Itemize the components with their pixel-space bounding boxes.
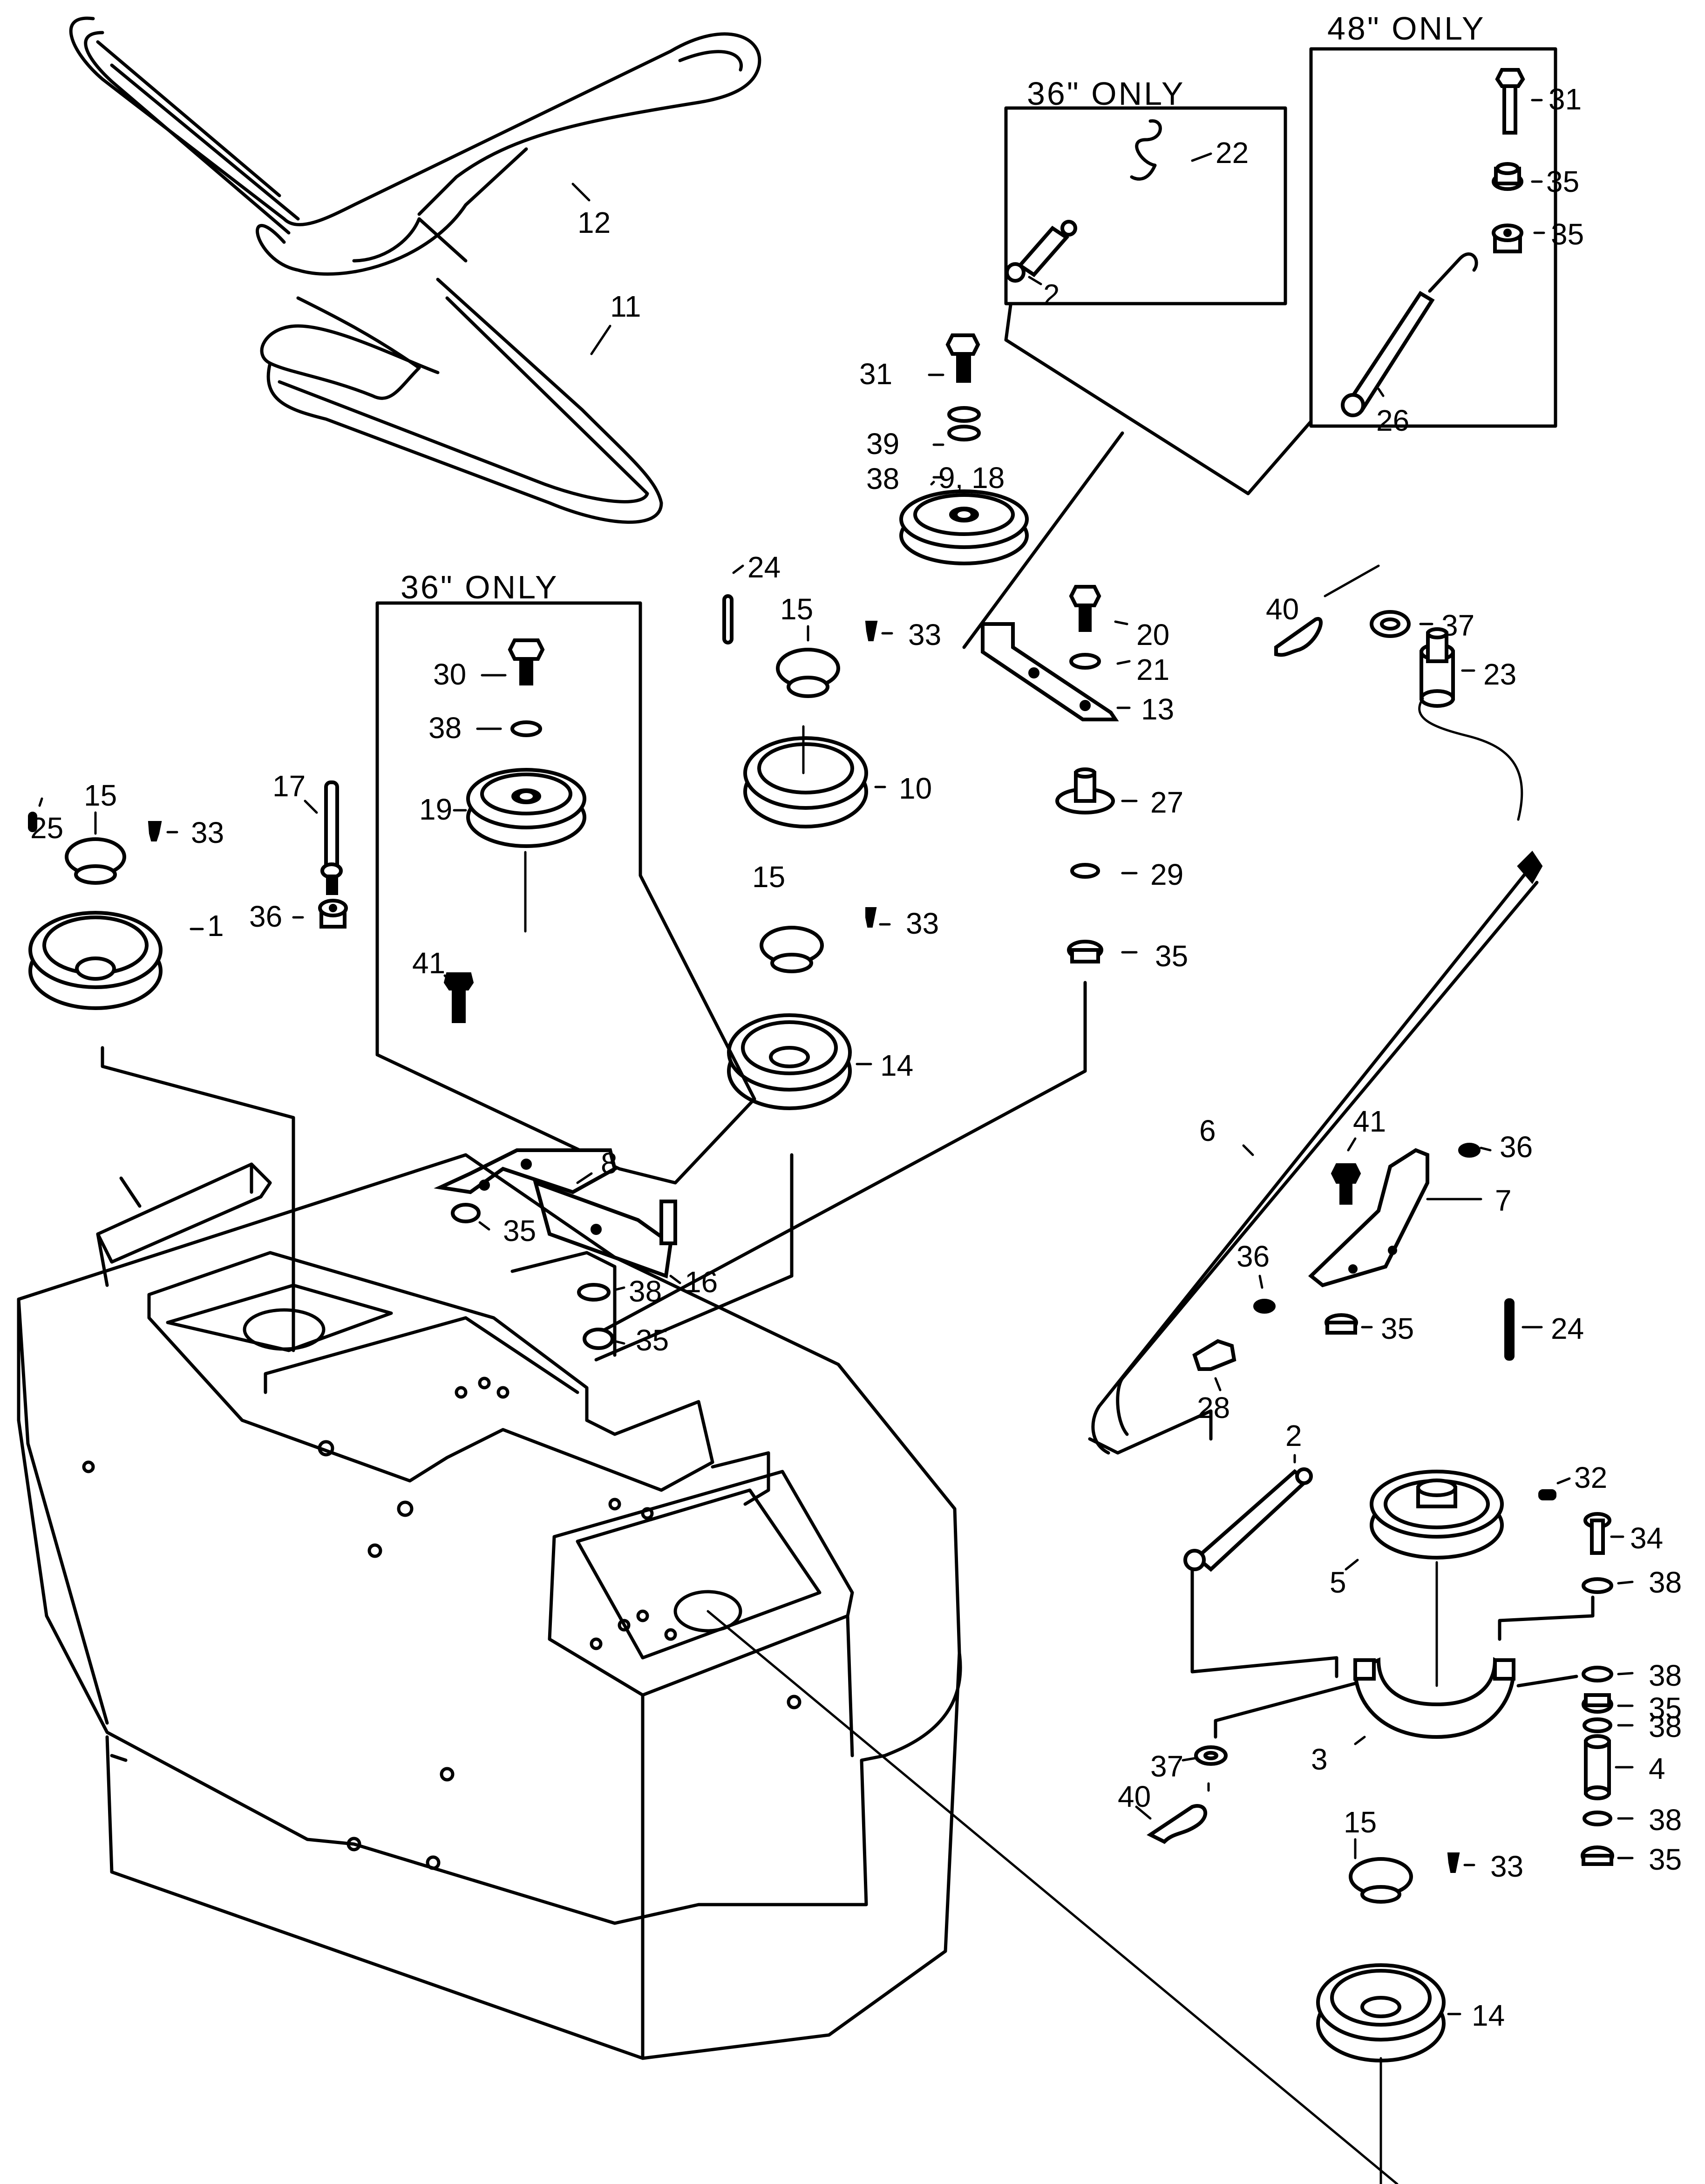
box-label-36-left: 36" ONLY [401,569,559,605]
callout-2-right: 2 [1285,1419,1302,1452]
callout-14-right: 14 [1472,1999,1505,2032]
callout-8: 8 [601,1146,618,1180]
callout-38-36: 38 [428,711,462,745]
callout-36-rod: 36 [1236,1240,1270,1273]
callout-3: 3 [1311,1743,1328,1776]
callout-41-36: 41 [412,946,445,980]
right-tension-assembly: 24 2 32 5 34 38 38 35 38 [1118,1298,1682,2184]
belt-11 [256,147,663,524]
box-label-36-top: 36" ONLY [1027,75,1185,112]
spring-2-top [1005,220,1077,283]
callout-38-right-c: 38 [1649,1710,1682,1743]
callout-38-right-a: 38 [1649,1566,1682,1599]
callout-35-36b: 35 [636,1323,669,1357]
center-spindle: 24 15 33 10 15 33 14 [594,550,941,1362]
callout-30: 30 [433,658,466,691]
callout-28: 28 [1197,1391,1230,1424]
swivel-assembly-top: 40 37 23 [1266,564,1523,821]
callout-21: 21 [1136,653,1169,686]
callout-38-idler: 38 [866,462,899,495]
option-box-48: 48" ONLY 31 35 35 26 [1309,10,1584,437]
callout-19: 19 [419,793,452,826]
callout-15-center-bottom: 15 [752,860,785,894]
callout-36-stud: 36 [249,900,282,933]
callout-31-idler: 31 [859,357,892,391]
callout-5: 5 [1330,1566,1346,1599]
callout-15-center-top: 15 [780,592,813,626]
callout-33-center-bottom: 33 [906,907,939,940]
idler-pulley-stack: 31 39 38 9, 18 [859,333,1029,565]
callout-11: 11 [610,290,641,323]
callout-38-36b: 38 [629,1275,662,1308]
callout-32: 32 [1574,1461,1607,1494]
callout-24-center: 24 [747,550,781,584]
left-spindle: 25 15 33 1 17 36 [28,769,348,1352]
callout-15-left: 15 [84,779,117,812]
mower-deck [17,1153,1399,2184]
callout-1: 1 [207,909,224,943]
nut-35b [1492,224,1523,253]
callout-35-bracket-right: 35 [1381,1312,1414,1345]
callout-39: 39 [866,427,899,461]
callout-10: 10 [899,772,932,805]
option-box-36-left: 36" ONLY 30 38 19 41 8 16 35 [375,569,756,1357]
callout-9-18: 9, 18 [938,461,1005,495]
callout-22: 22 [1216,136,1249,170]
option-box-36-top: 36" ONLY 22 2 [1004,75,1287,312]
callout-13: 13 [1141,692,1174,726]
callout-36-right-top: 36 [1500,1130,1533,1164]
bolt-31-48 [1495,68,1525,135]
adjust-rod-assembly: 6 41 36 7 36 28 35 [1088,850,1543,1455]
callout-38-right-d: 38 [1649,1803,1682,1837]
belt-12 [69,16,761,235]
idler-arm-assembly: 20 21 13 27 29 35 [599,585,1188,1334]
callout-29: 29 [1150,858,1183,891]
callout-35-36a: 35 [503,1214,536,1248]
callout-35-right-a: 35 [1649,1691,1682,1725]
callout-6: 6 [1199,1114,1216,1147]
callout-17: 17 [272,769,306,803]
callout-14-center: 14 [880,1049,913,1082]
callout-34: 34 [1630,1521,1663,1555]
callout-33-left: 33 [191,816,224,849]
callout-41-right: 41 [1353,1105,1386,1138]
callout-12: 12 [577,206,611,239]
flange-nut-35a [1492,162,1523,191]
callout-26: 26 [1376,404,1409,437]
box-label-48: 48" ONLY [1327,10,1486,47]
callout-27: 27 [1150,786,1183,819]
callout-38-right-b: 38 [1649,1659,1682,1692]
callout-15-right: 15 [1344,1805,1377,1839]
callout-35-arm: 35 [1155,939,1188,973]
spring-26 [1341,252,1478,417]
callout-20: 20 [1136,618,1169,651]
callout-37-bottom: 37 [1150,1750,1183,1783]
callout-33-center-top: 33 [908,618,941,651]
callout-4: 4 [1649,1752,1665,1785]
callout-24-right: 24 [1551,1312,1584,1345]
callout-31-48: 31 [1549,82,1582,116]
callout-35-48a: 35 [1546,165,1579,198]
callout-40-top: 40 [1266,592,1299,626]
callout-40-bottom: 40 [1118,1780,1151,1813]
callout-35-right-b: 35 [1649,1843,1682,1876]
callout-7: 7 [1495,1184,1512,1217]
callout-35-48b: 35 [1551,217,1584,251]
callout-33-right: 33 [1490,1850,1523,1883]
callout-2-top: 2 [1043,278,1060,312]
callout-23: 23 [1483,658,1516,691]
